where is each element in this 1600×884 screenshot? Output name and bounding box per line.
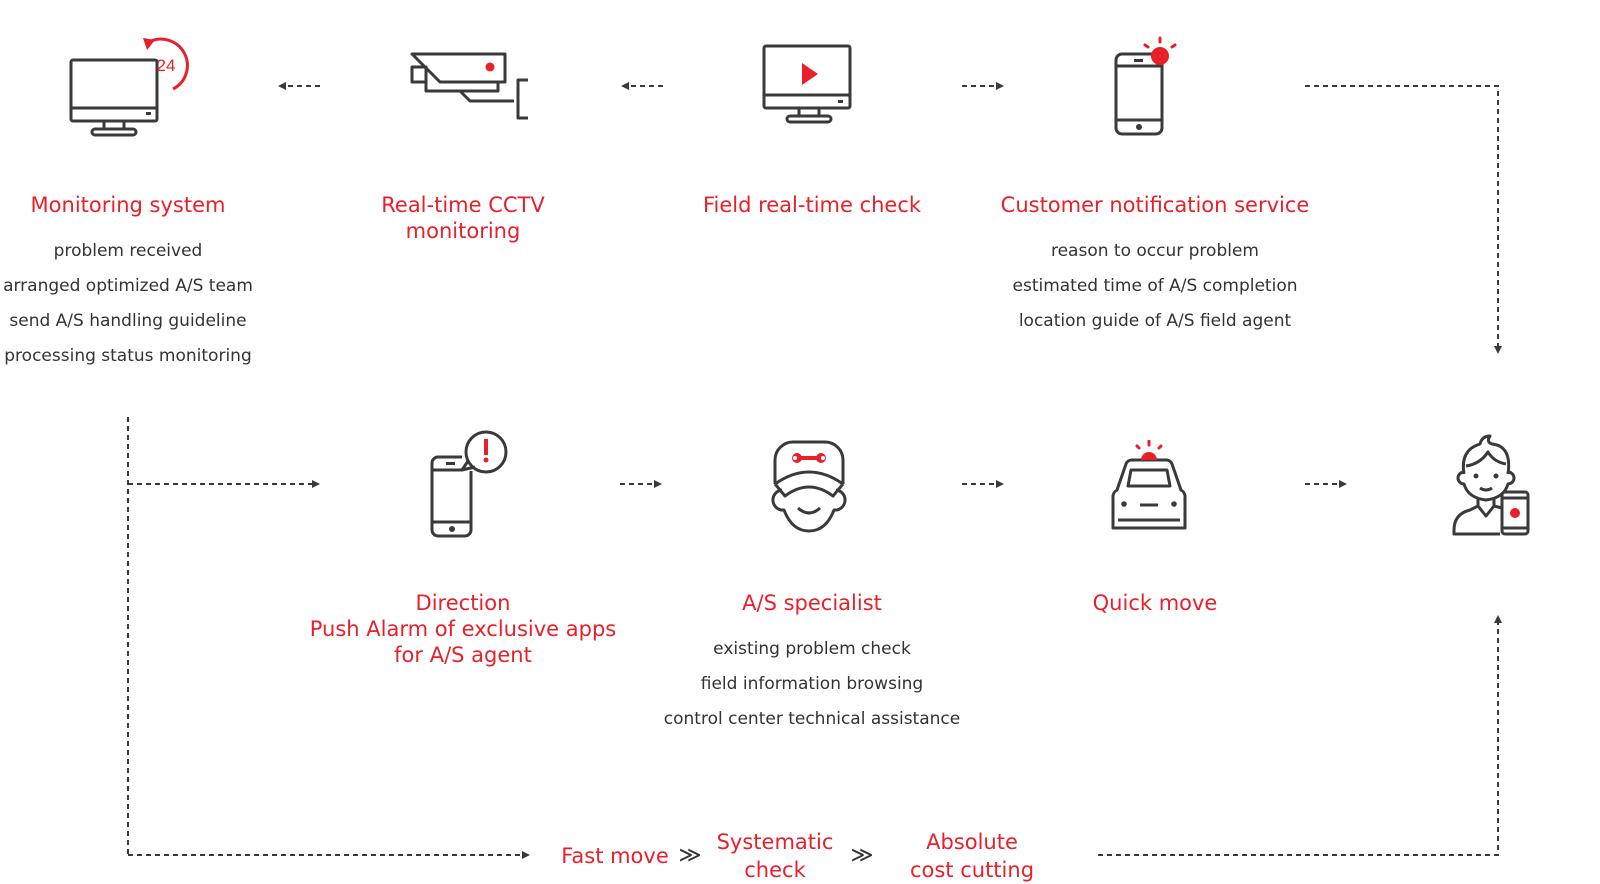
chevron-double-right-icon: ≫	[678, 843, 702, 868]
step-line: Absolute	[926, 830, 1018, 854]
list-item: problem received	[53, 241, 203, 261]
step-line: cost cutting	[909, 858, 1035, 882]
technician-icon	[771, 440, 847, 533]
phone-exclamation-icon	[430, 430, 508, 538]
customer-phone-icon	[1452, 434, 1530, 536]
step-line: check	[744, 858, 806, 882]
monitor-24h-icon: 24	[69, 37, 189, 137]
footer-step-cost-cutting: Absolute cost cutting	[910, 828, 1034, 884]
title-monitoring-system: Monitoring system	[30, 193, 226, 217]
title-field-check: Field real-time check	[702, 193, 922, 217]
footer-step-fast-move: Fast move	[561, 842, 669, 870]
title-line: Push Alarm of exclusive apps	[309, 617, 617, 641]
phone-alert-icon	[1114, 36, 1177, 136]
badge-24: 24	[157, 56, 176, 75]
list-item: location guide of A/S field agent	[1018, 311, 1292, 331]
connector-bottom-right-up	[1098, 615, 1502, 856]
list-customer-notification: reason to occur problem estimated time o…	[1013, 234, 1298, 339]
title-customer-notification: Customer notification service	[1000, 193, 1310, 217]
title-as-specialist: A/S specialist	[742, 591, 882, 615]
connector-notif-to-customer	[1305, 85, 1502, 354]
list-as-specialist: existing problem check field information…	[664, 632, 960, 737]
car-siren-icon	[1111, 440, 1187, 530]
title-direction: Direction Push Alarm of exclusive apps f…	[310, 590, 616, 668]
list-item: arranged optimized A/S team	[3, 276, 253, 296]
title-cctv: Real-time CCTV monitoring	[381, 192, 545, 244]
title-line: monitoring	[405, 219, 521, 243]
list-item: field information browsing	[700, 674, 924, 694]
list-item: processing status monitoring	[4, 346, 252, 366]
title-line: for A/S agent	[394, 643, 532, 667]
title-line: Direction	[415, 591, 511, 615]
title-line: Real-time CCTV	[381, 193, 545, 217]
chevron-double-right-icon: ≫	[850, 843, 874, 868]
list-item: reason to occur problem	[1050, 241, 1259, 261]
title-quick-move: Quick move	[1092, 591, 1218, 615]
list-item: existing problem check	[713, 639, 911, 659]
list-item: send A/S handling guideline	[9, 311, 247, 331]
footer-step-systematic-check: Systematic check	[717, 828, 834, 884]
step-line: Fast move	[561, 844, 669, 868]
list-monitoring-system: problem received arranged optimized A/S …	[3, 234, 253, 374]
cctv-camera-icon	[410, 52, 528, 120]
monitor-play-icon	[762, 44, 852, 124]
list-item: estimated time of A/S completion	[1012, 276, 1298, 296]
list-item: control center technical assistance	[663, 709, 961, 729]
step-line: Systematic	[716, 830, 834, 854]
